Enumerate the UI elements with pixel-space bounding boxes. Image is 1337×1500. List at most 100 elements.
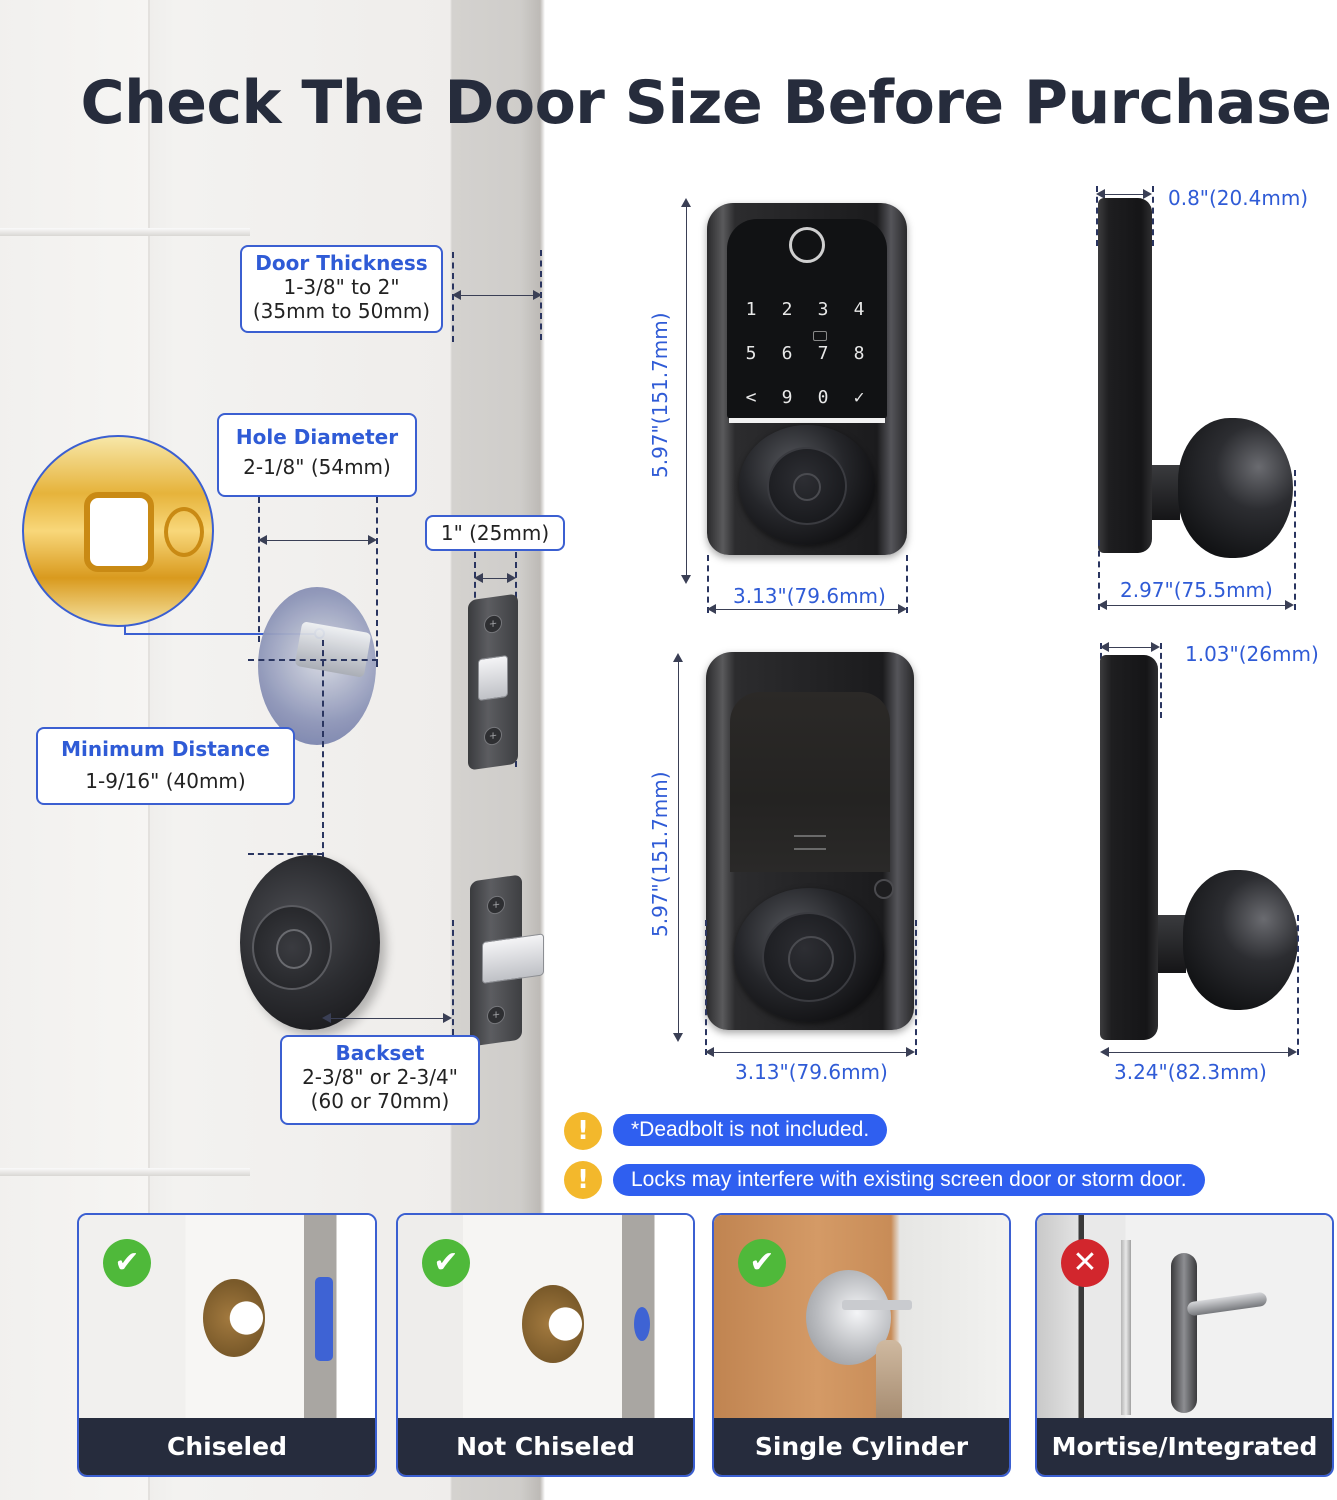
dimension-guide xyxy=(248,853,323,855)
hole-diameter-value: 2-1/8" (54mm) xyxy=(243,455,391,479)
interior-width-label: 3.13"(79.6mm) xyxy=(735,1060,888,1084)
key-1[interactable]: 1 xyxy=(745,299,757,320)
door-molding xyxy=(0,228,250,236)
interior-width-arrow xyxy=(705,1047,915,1057)
door-thickness-imperial: 1-3/8" to 2" xyxy=(283,275,400,299)
backset-callout: Backset 2-3/8" or 2-3/4" (60 or 70mm) xyxy=(280,1035,480,1125)
minimum-distance-heading: Minimum Distance xyxy=(61,737,270,761)
card-label: Single Cylinder xyxy=(714,1418,1009,1475)
knob-center xyxy=(767,447,847,525)
key-0[interactable]: 0 xyxy=(817,387,829,408)
connector-line xyxy=(124,633,319,635)
latch-strike-plate: + + xyxy=(468,593,518,771)
warning-icon: ! xyxy=(564,1112,602,1150)
key-4[interactable]: 4 xyxy=(853,299,865,320)
key-5[interactable]: 5 xyxy=(745,343,757,364)
keypad-lock-side xyxy=(1098,198,1152,553)
page-title: Check The Door Size Before Purchase xyxy=(80,68,1332,138)
knob-center xyxy=(762,912,856,1002)
dimension-guide xyxy=(258,497,260,642)
keypad-row-2: 5 6 7 8 xyxy=(733,343,877,364)
keypad-height-label: 5.97"(151.7mm) xyxy=(648,312,672,478)
key-3[interactable]: 3 xyxy=(817,299,829,320)
bore-hole-graphic xyxy=(258,587,376,745)
door-thickness-arrow xyxy=(452,290,542,300)
latch-width-value: 1" (25mm) xyxy=(440,521,550,545)
keypad-knob xyxy=(739,425,875,545)
interior-height-arrow xyxy=(673,653,683,1042)
keypad-lock-front: 1 2 3 4 5 6 7 8 < 9 0 ✓ xyxy=(707,203,907,555)
key-graphic xyxy=(842,1300,912,1310)
keyhole-icon xyxy=(793,473,821,501)
key-6[interactable]: 6 xyxy=(781,343,793,364)
keypad-row-1: 1 2 3 4 xyxy=(733,299,877,320)
interior-depth-total-label: 3.24"(82.3mm) xyxy=(1114,1060,1267,1084)
interior-depth-total-arrow xyxy=(1100,1047,1297,1057)
knob-spindle xyxy=(1152,465,1180,520)
latch-hole-graphic xyxy=(84,492,154,572)
keypad-depth-front-label: 0.8"(20.4mm) xyxy=(1168,186,1309,210)
dimension-guide xyxy=(452,920,454,1035)
hole-diameter-arrow xyxy=(258,535,377,545)
key-7[interactable]: 7 xyxy=(817,343,829,364)
screw-icon: + xyxy=(484,725,502,747)
led-strip xyxy=(729,418,885,423)
key-confirm[interactable]: ✓ xyxy=(853,387,865,408)
bore-hole-graphic xyxy=(203,1279,265,1357)
latch-detail-zoom xyxy=(22,435,214,627)
check-icon: ✔ xyxy=(103,1239,151,1287)
key-8[interactable]: 8 xyxy=(853,343,865,364)
thumb-turn-icon xyxy=(788,936,834,982)
card-label: Not Chiseled xyxy=(398,1418,693,1475)
battery-cover xyxy=(730,692,890,872)
key-back[interactable]: < xyxy=(745,387,757,408)
key-2[interactable]: 2 xyxy=(781,299,793,320)
note-deadbolt-not-included: *Deadbolt is not included. xyxy=(613,1114,888,1146)
dimension-guide xyxy=(376,497,378,667)
dimension-guide xyxy=(1152,186,1154,246)
interior-height-label: 5.97"(151.7mm) xyxy=(648,771,672,937)
keypad-panel: 1 2 3 4 5 6 7 8 < 9 0 ✓ xyxy=(727,219,887,419)
check-icon: ✔ xyxy=(422,1239,470,1287)
door-molding xyxy=(0,1168,250,1176)
key-9[interactable]: 9 xyxy=(781,387,793,408)
backset-metric: (60 or 70mm) xyxy=(310,1089,450,1113)
keyhole-icon xyxy=(276,929,312,969)
keypad-row-3: < 9 0 ✓ xyxy=(733,387,877,408)
dimension-guide xyxy=(915,920,917,1055)
keypad-depth-total-label: 2.97"(75.5mm) xyxy=(1120,578,1273,602)
latch-plate-graphic xyxy=(294,621,372,678)
card-image: ✔ xyxy=(398,1215,693,1418)
screw-icon: + xyxy=(487,1004,505,1026)
screw-icon: + xyxy=(484,613,502,635)
latch-bolt xyxy=(478,654,508,702)
hole-diameter-callout: Hole Diameter 2-1/8" (54mm) xyxy=(217,413,417,497)
dimension-guide xyxy=(1160,643,1162,718)
interior-depth-front-arrow xyxy=(1100,642,1160,652)
note-storm-door-interference: Locks may interfere with existing screen… xyxy=(613,1164,1205,1196)
latch-width-arrow xyxy=(474,573,516,583)
drilled-latch-mark xyxy=(634,1307,650,1341)
fingerprint-sensor-icon xyxy=(789,227,825,263)
dimension-guide xyxy=(1297,915,1299,1055)
dimension-guide xyxy=(906,555,908,613)
backset-heading: Backset xyxy=(335,1041,425,1065)
lever-backplate xyxy=(1171,1253,1197,1413)
warning-icon: ! xyxy=(564,1161,602,1199)
card-label: Mortise/Integrated xyxy=(1037,1418,1332,1475)
interior-lock-front xyxy=(706,652,914,1030)
keypad-width-label: 3.13"(79.6mm) xyxy=(733,584,886,608)
keypad-depth-front-arrow xyxy=(1096,189,1152,199)
vent-line xyxy=(794,848,826,850)
reset-button[interactable] xyxy=(874,879,894,899)
mortise-faceplate xyxy=(1121,1240,1131,1415)
door-thickness-metric: (35mm to 50mm) xyxy=(252,299,431,323)
screw-icon: + xyxy=(487,894,505,916)
keypad-depth-total-arrow xyxy=(1098,600,1294,610)
vent-line xyxy=(794,835,826,837)
dimension-guide xyxy=(1096,186,1098,246)
compat-card-single-cylinder: ✔ Single Cylinder xyxy=(712,1213,1011,1477)
dimension-guide xyxy=(322,640,324,1020)
door-thickness-callout: Door Thickness 1-3/8" to 2" (35mm to 50m… xyxy=(240,245,443,333)
door-thickness-heading: Door Thickness xyxy=(255,251,428,275)
